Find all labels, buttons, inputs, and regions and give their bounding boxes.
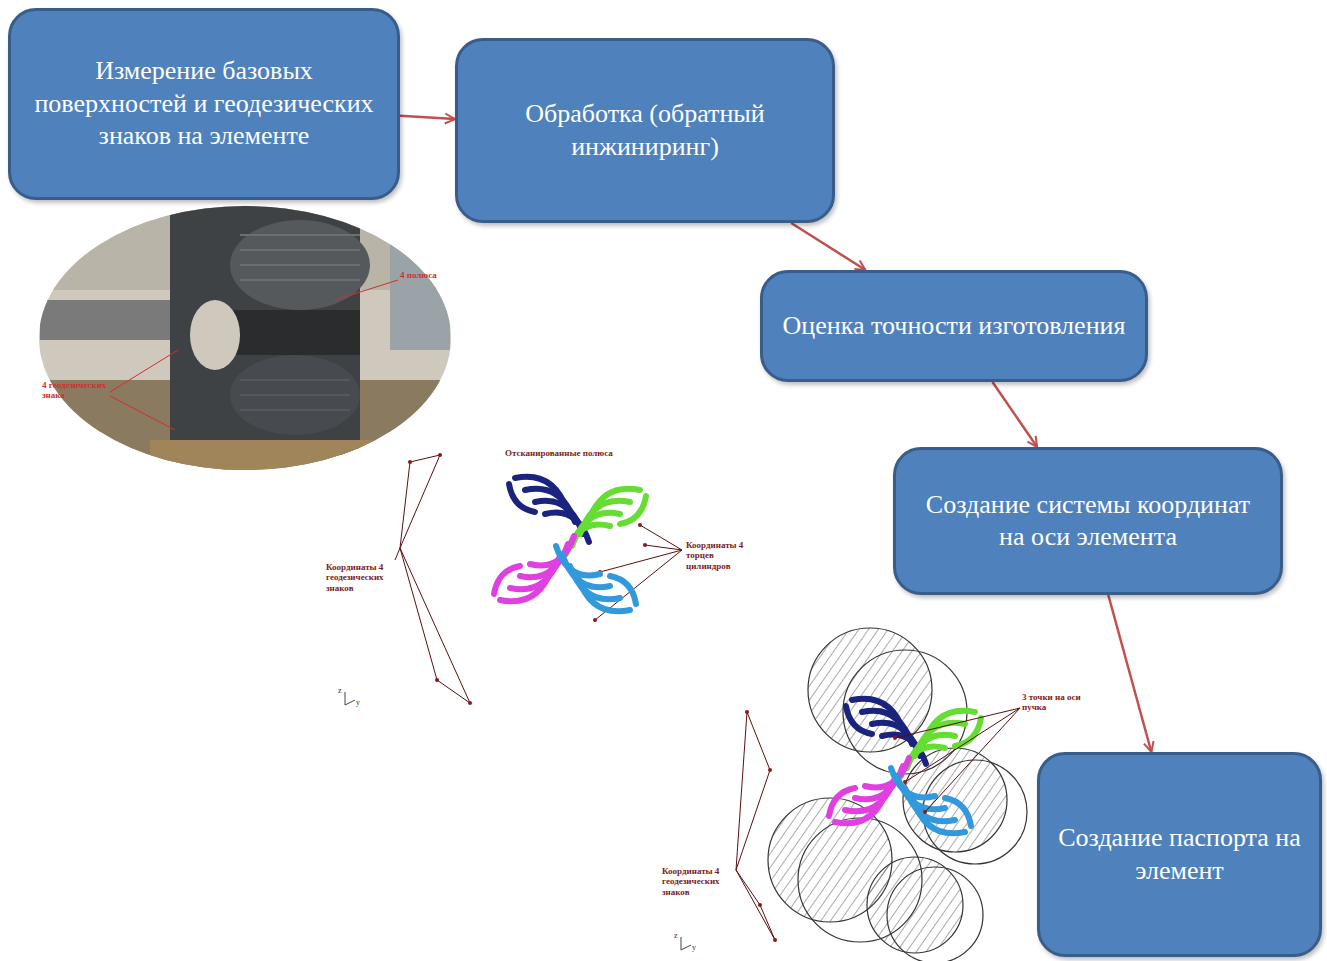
flow-arrow bbox=[992, 382, 1037, 447]
annotation-label: y bbox=[692, 943, 702, 952]
flow-arrow bbox=[400, 116, 455, 119]
flow-arrow bbox=[1108, 595, 1151, 752]
annotation-label: 3 точки на оси пучка bbox=[1022, 692, 1094, 713]
annotation-label: Отсканированные полюса bbox=[505, 448, 645, 458]
process-box: Оценка точности изготовления bbox=[760, 270, 1148, 382]
annotation-label: y bbox=[356, 698, 366, 707]
process-box: Создание паспорта на элемент bbox=[1037, 752, 1322, 957]
annotation-label: z bbox=[338, 686, 348, 695]
box-text: Оценка точности изготовления bbox=[783, 310, 1126, 343]
annotation-label: 4 полюса bbox=[400, 270, 450, 280]
annotation-label: Координаты 4 геодезических знаков bbox=[326, 562, 390, 593]
process-box: Обработка (обратный инжиниринг) bbox=[455, 38, 835, 223]
box-text: Создание паспорта на элемент bbox=[1056, 822, 1303, 887]
box-text: Измерение базовых поверхностей и геодези… bbox=[27, 55, 381, 153]
box-text: Обработка (обратный инжиниринг) bbox=[474, 98, 816, 163]
process-box: Создание системы координат на оси элемен… bbox=[893, 447, 1283, 595]
box-text: Создание системы координат на оси элемен… bbox=[912, 489, 1264, 554]
annotation-label: 4 геодезических знака bbox=[42, 380, 110, 401]
process-box: Измерение базовых поверхностей и геодези… bbox=[8, 8, 400, 200]
annotation-label: Координаты 4 геодезических знаков bbox=[662, 866, 728, 897]
annotation-label: z bbox=[674, 931, 684, 940]
flow-arrow bbox=[791, 223, 865, 270]
annotation-label: Координаты 4 торцев цилиндров bbox=[686, 540, 750, 571]
photo bbox=[30, 200, 460, 480]
